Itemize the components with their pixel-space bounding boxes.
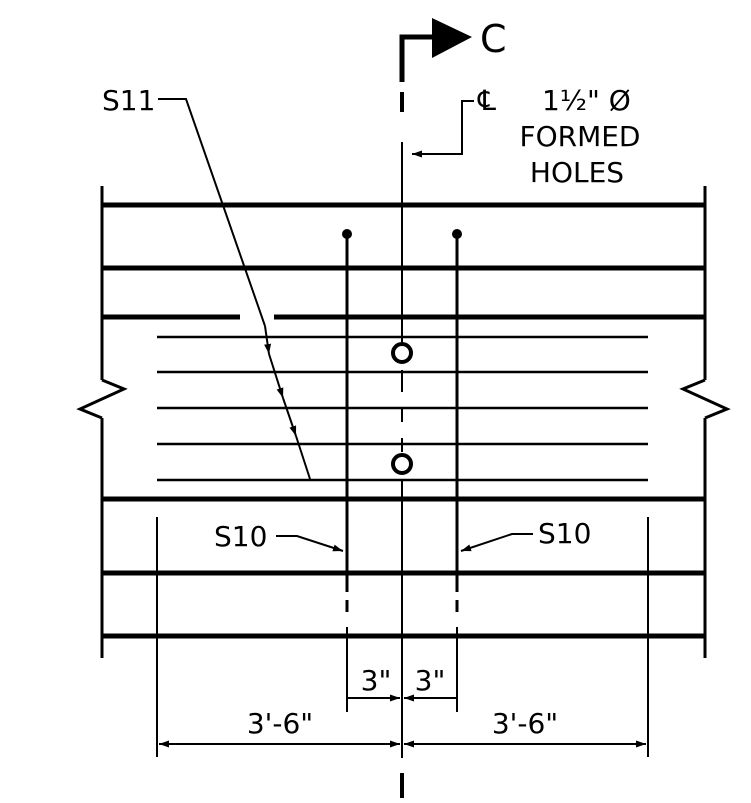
- formed-holes-leader: [412, 100, 474, 158]
- dimension-3ft6in-right: 3'-6": [404, 707, 646, 748]
- holes-text: HOLES: [530, 156, 624, 189]
- s11-bars: [157, 335, 648, 482]
- s11-callout: S11: [102, 84, 311, 480]
- section-label: C: [480, 17, 507, 61]
- hole-size-text: 1½" Ø: [542, 84, 631, 117]
- left-break-symbol: [76, 378, 128, 420]
- left-boundary: [76, 186, 128, 658]
- dimension-3ft6in-left: 3'-6": [159, 707, 400, 748]
- formed-hole-upper: [391, 342, 413, 364]
- dim-3ft6in-right-text: 3'-6": [492, 707, 558, 740]
- s10-label-right: S10: [538, 517, 591, 550]
- s10-callout-left: S10: [214, 520, 344, 553]
- formed-hole-lower: [391, 453, 413, 475]
- right-boundary: [679, 186, 731, 658]
- dim-3ft6in-left-text: 3'-6": [247, 707, 313, 740]
- formed-holes-note: ℄ 1½" Ø FORMED HOLES: [477, 84, 641, 189]
- s10-label-left: S10: [214, 520, 267, 553]
- dimension-3in-right: 3": [404, 664, 457, 702]
- s10-bar-left: [342, 229, 352, 612]
- centerline-symbol: ℄: [477, 84, 496, 117]
- section-cut-marker: C: [399, 17, 507, 82]
- section-arrow-icon: [432, 18, 472, 58]
- dim-3in-right-text: 3": [415, 664, 446, 697]
- s10-bar-right: [452, 229, 462, 612]
- formed-holes: [391, 342, 413, 475]
- dimension-3in-left: 3": [347, 664, 400, 702]
- dim-3in-left-text: 3": [361, 664, 392, 697]
- right-break-symbol: [679, 378, 731, 420]
- heavy-lines: [102, 202, 705, 639]
- s10-callout-right: S10: [460, 517, 591, 552]
- formed-text: FORMED: [519, 120, 640, 153]
- s11-label: S11: [102, 84, 155, 117]
